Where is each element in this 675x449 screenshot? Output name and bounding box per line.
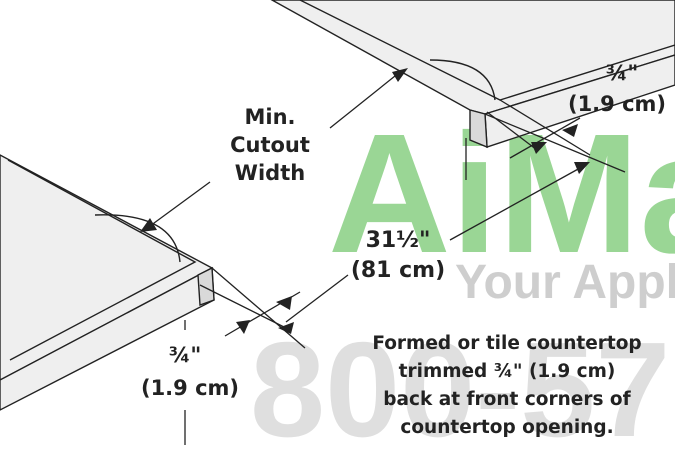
watermark-tagline: Your Appl	[455, 256, 675, 309]
note-line1: Formed or tile countertop	[372, 333, 641, 354]
width-dimension-line-upper	[449, 167, 581, 241]
width-cm-label: (81 cm)	[351, 258, 445, 283]
left-countertop-corner-face	[197, 266, 215, 306]
min-cutout-label-line1: Min.	[244, 105, 295, 129]
left-countertop-inner-edge	[7, 159, 197, 361]
bottom-depth-cm-label: (1.9 cm)	[141, 376, 239, 400]
right-countertop	[270, 0, 675, 149]
top-depth-extension-left	[486, 111, 538, 151]
right-countertop-corner-face	[469, 109, 488, 149]
right-countertop-trim-curl	[429, 59, 496, 101]
arrowhead	[531, 142, 547, 154]
min-cutout-label-line2: Cutout	[230, 133, 310, 157]
arrowheads	[140, 68, 590, 334]
note-line4: countertop opening.	[400, 417, 613, 438]
dimension-lines	[149, 71, 626, 445]
arrowhead	[574, 162, 590, 174]
bottom-depth-inch-label: ¾"	[169, 343, 202, 367]
top-depth-extension-right	[499, 99, 591, 156]
note-line2: trimmed ¾" (1.9 cm)	[399, 361, 616, 382]
min-cutout-leader-upper	[329, 71, 401, 129]
arrowhead	[236, 320, 250, 334]
arrowhead	[392, 68, 408, 82]
arrowhead	[562, 124, 578, 137]
note-line3: back at front corners of	[383, 389, 631, 410]
top-depth-dimension	[509, 117, 581, 159]
bottom-depth-extension	[199, 284, 291, 331]
min-cutout-label-line3: Width	[235, 161, 305, 185]
top-depth-inch-label: ¾"	[606, 61, 639, 85]
arrowhead	[276, 296, 292, 310]
labels: Min. Cutout Width ¾" (1.9 cm) 31½" (81 c…	[141, 61, 666, 438]
top-depth-cm-label: (1.9 cm)	[568, 92, 666, 116]
watermark-phone: 800-57	[250, 314, 670, 445]
arrowhead	[140, 218, 157, 232]
width-dimension-line-lower	[285, 274, 349, 323]
width-extension-line-top	[484, 113, 626, 173]
left-countertop-trim-curl	[94, 214, 181, 263]
min-cutout-leader-lower	[149, 181, 211, 227]
width-extension-line-bottom	[211, 267, 306, 349]
width-inch-label: 31½"	[366, 228, 431, 253]
left-countertop	[0, 154, 215, 411]
arrowhead	[278, 322, 294, 334]
